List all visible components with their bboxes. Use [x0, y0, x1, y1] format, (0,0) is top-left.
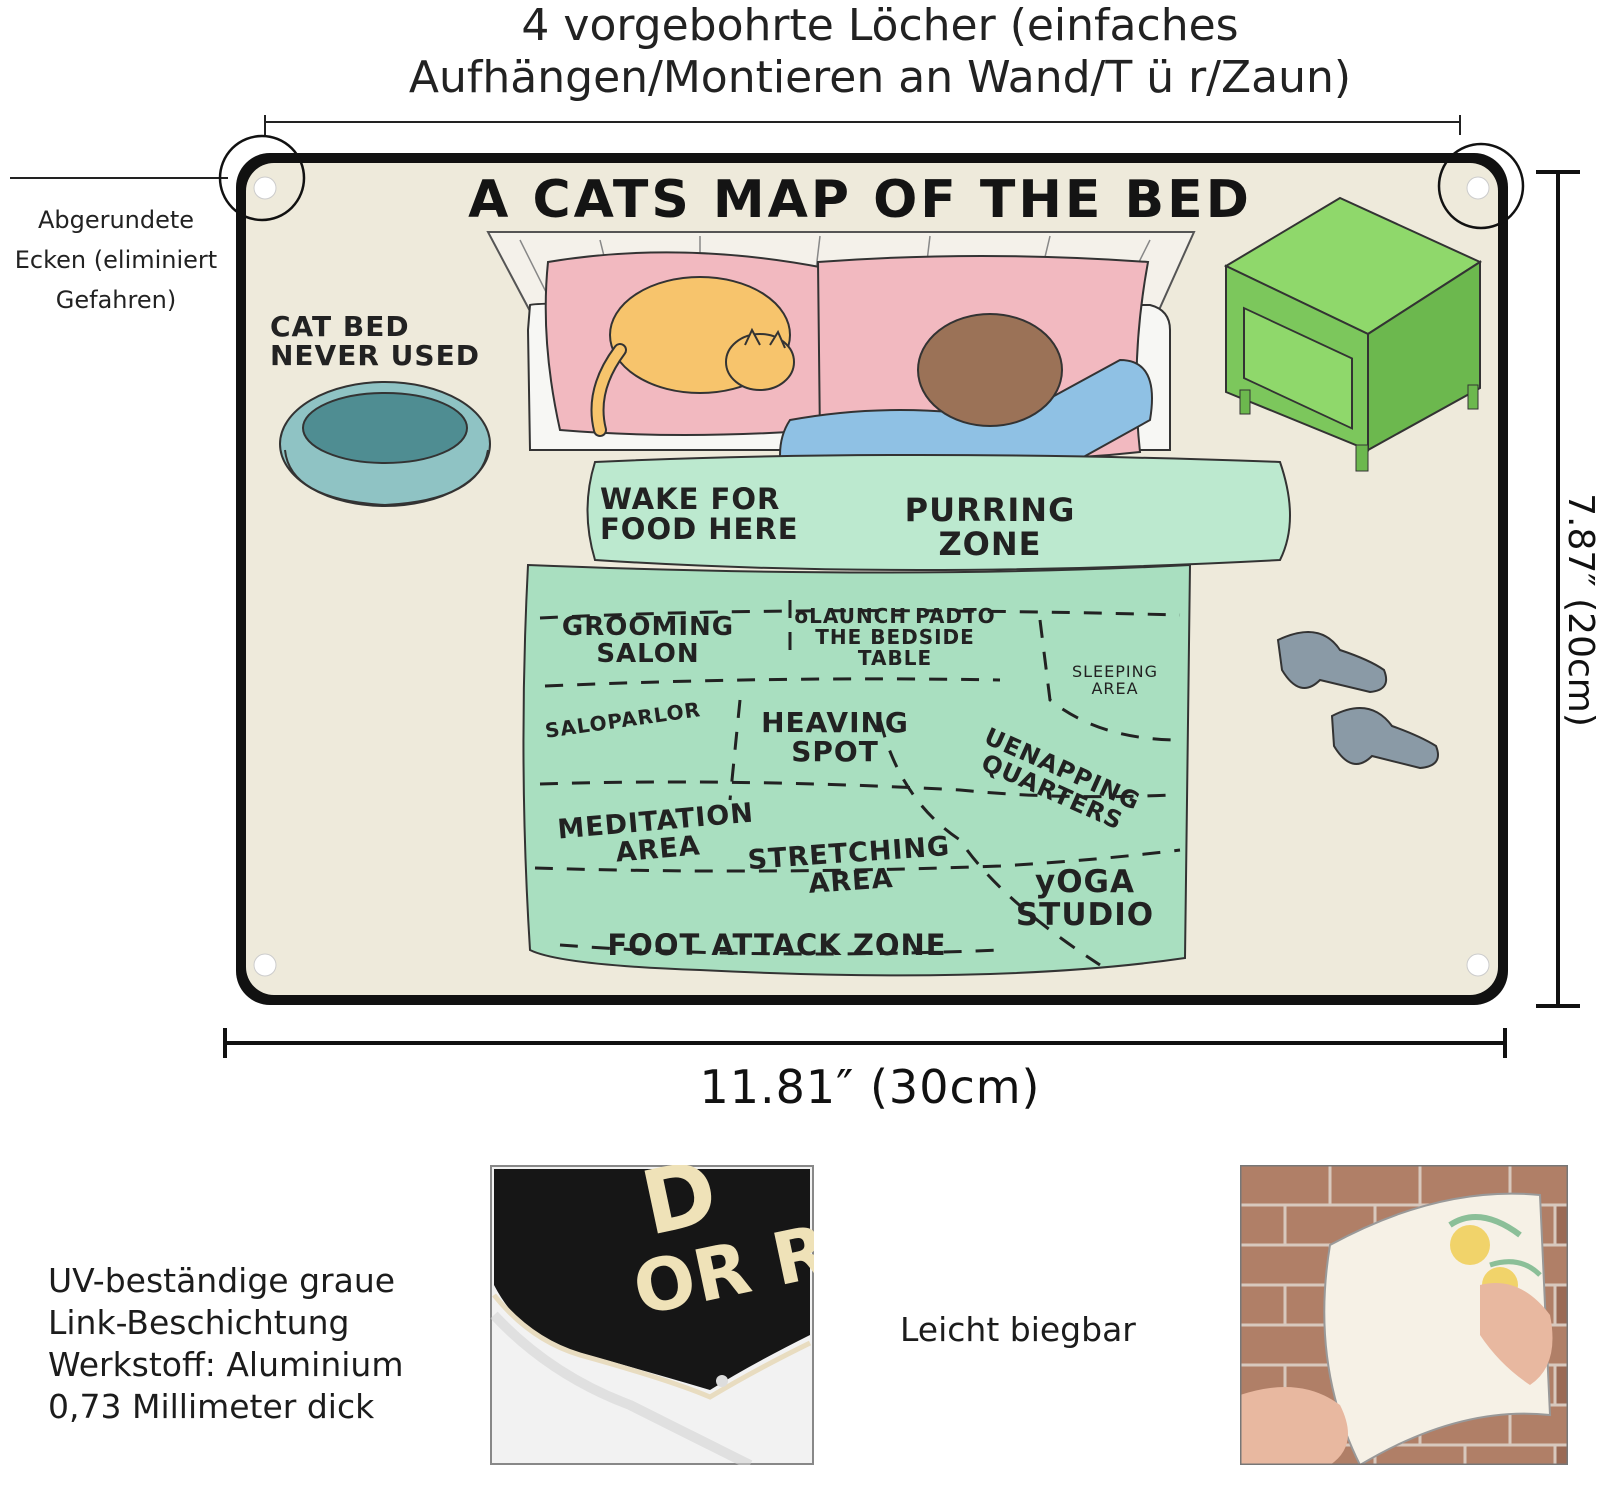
feature-list: UV-beständige graue Link-Beschichtung We… — [48, 1260, 488, 1428]
zone-launch-line2: THE BEDSIDE — [815, 625, 975, 649]
zone-grooming-line2: SALON — [596, 639, 700, 670]
height-dimension-line — [1536, 170, 1580, 1008]
mounting-holes-caption-line1: 4 vorgebohrte Löcher (einfaches — [521, 0, 1239, 51]
rounded-corners-caption: Abgerundete Ecken (eliminiert Gefahren) — [0, 200, 232, 320]
zone-grooming-line1: GROOMING — [561, 612, 735, 642]
zone-purring-line1: PURRING — [904, 491, 1076, 529]
zone-sleeping-line2: AREA — [1091, 678, 1139, 698]
mounting-hole-bottom-left — [253, 953, 277, 977]
zone-yoga-studio: yOGA STUDIO — [990, 866, 1180, 931]
zone-launch-pad: oLAUNCH PADTO THE BEDSIDE TABLE — [790, 606, 1000, 669]
zone-sleeping-area: SLEEPING AREA — [1060, 662, 1170, 698]
mounting-holes-caption: 4 vorgebohrte Löcher (einfaches Aufhänge… — [300, 0, 1460, 104]
rounded-corners-caption-line3: Gefahren) — [55, 286, 177, 314]
nightstand — [1223, 196, 1483, 472]
sign-title: A CATS MAP OF THE BED — [468, 170, 1252, 230]
zone-wake-for-food: WAKE FOR FOOD HERE — [600, 484, 820, 545]
mounting-hole-bottom-right — [1466, 953, 1490, 977]
height-dimension-label: 7.87″ (20cm) — [1560, 493, 1601, 727]
zone-yoga-line2: STUDIO — [1015, 896, 1155, 933]
cat-bed-label-line2: NEVER USED — [270, 339, 480, 373]
coating-closeup-photo: D OR R — [490, 1165, 814, 1465]
mounting-hole-top-right — [1466, 176, 1490, 200]
corner-highlight-right — [1437, 142, 1525, 230]
zone-grooming-salon: GROOMING SALON — [548, 612, 748, 670]
feature-line-4: 0,73 Millimeter dick — [48, 1387, 375, 1426]
cat-bed-label-line1: CAT BED — [270, 310, 410, 343]
zone-launch-line1: oLAUNCH PADTO — [794, 604, 996, 628]
zone-heaving-line1: HEAVING — [761, 706, 909, 739]
bending-sign-photo — [1240, 1165, 1568, 1465]
socks — [1276, 631, 1439, 770]
rounded-corners-caption-line2: Ecken (eliminiert — [14, 246, 218, 274]
feature-line-1: UV-beständige graue — [48, 1261, 396, 1300]
sleeping-cat — [590, 276, 795, 437]
rounded-corners-caption-line1: Abgerundete — [37, 206, 195, 234]
zone-foot-attack: FOOT ATTACK ZONE — [607, 928, 947, 962]
zone-heaving-spot: HEAVING SPOT — [740, 708, 930, 767]
zone-wake-line2: FOOD HERE — [600, 512, 799, 547]
zone-purring-line2: ZONE — [938, 524, 1042, 563]
cat-bed — [279, 381, 491, 507]
zone-purring: PURRING ZONE — [880, 491, 1100, 563]
zone-heaving-line2: SPOT — [791, 735, 879, 769]
top-dimension-line — [264, 115, 1461, 135]
zone-wake-line1: WAKE FOR — [600, 482, 781, 516]
width-dimension-label: 11.81″ (30cm) — [699, 1060, 1041, 1114]
width-dimension-line — [223, 1028, 1507, 1058]
bendable-caption: Leicht biegbar — [900, 1310, 1136, 1349]
mounting-holes-caption-line2: Aufhängen/Montieren an Wand/T ü r/Zaun) — [408, 52, 1352, 103]
zone-yoga-line1: yOGA — [1035, 864, 1135, 900]
corner-highlight-left — [218, 134, 306, 222]
feature-line-3: Werkstoff: Aluminium — [48, 1345, 404, 1384]
mounting-hole-top-left — [253, 176, 277, 200]
zone-launch-line3: TABLE — [857, 646, 933, 670]
feature-line-2: Link-Beschichtung — [48, 1303, 350, 1342]
cat-bed-label: CAT BED NEVER USED — [270, 312, 510, 371]
blanket — [522, 454, 1291, 977]
zone-sleeping-line1: SLEEPING — [1071, 662, 1159, 681]
